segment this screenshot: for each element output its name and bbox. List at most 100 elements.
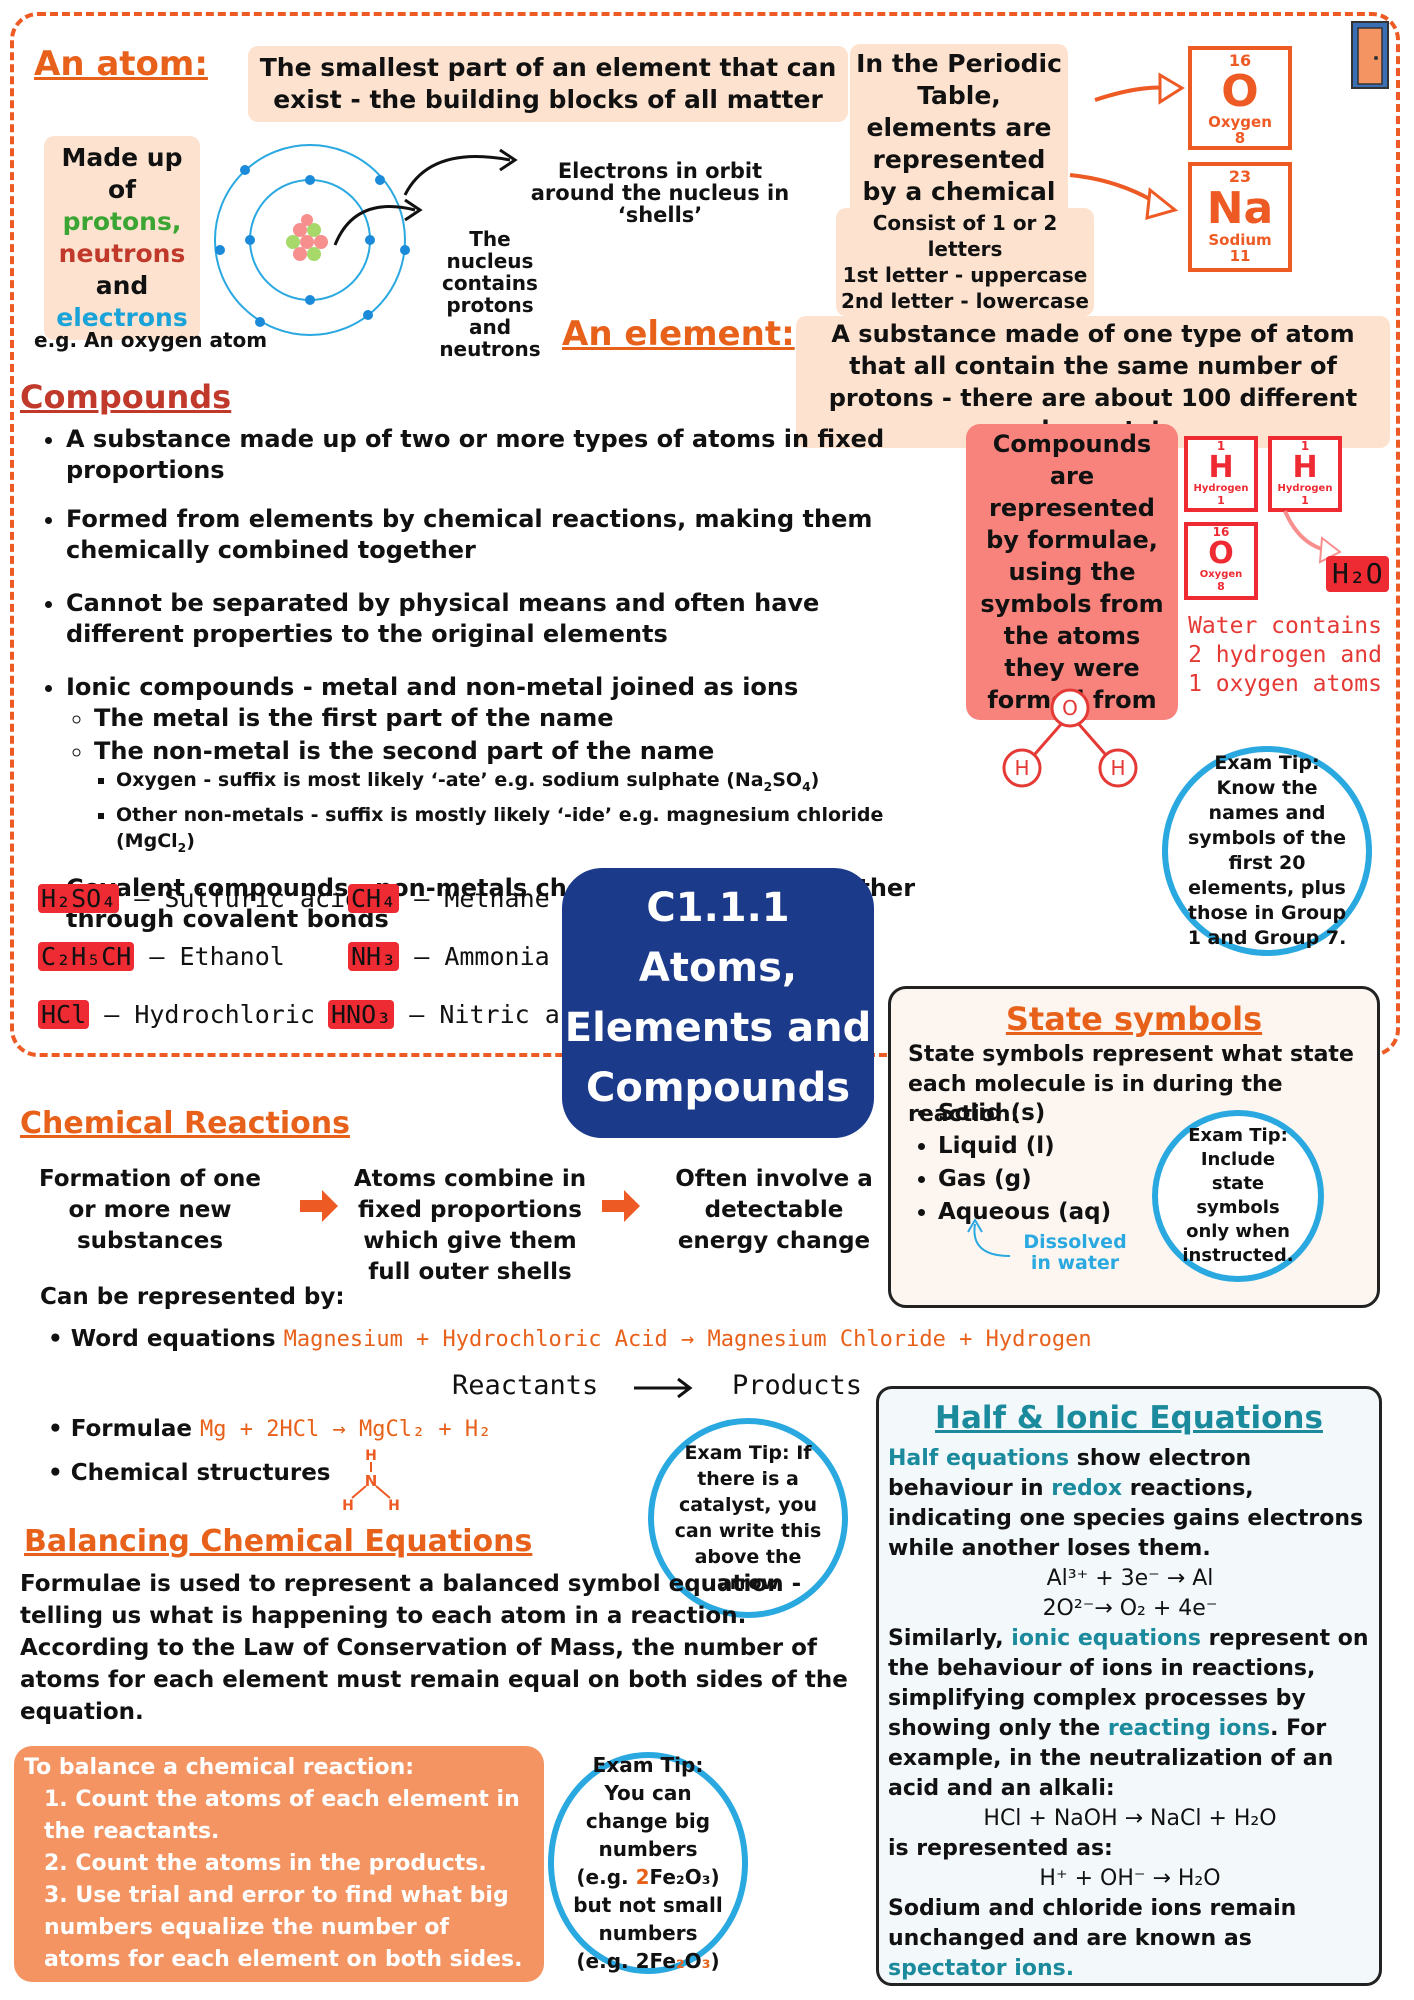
title-code: C1.1.1 (646, 885, 790, 931)
step-1: 1. Count the atoms of each element in th… (44, 1787, 520, 1844)
tip-small-2: ₂ (675, 1949, 685, 1973)
name-ethanol: – Ethanol (149, 942, 285, 971)
h2-mass: 1 (1300, 439, 1310, 453)
atom-definition: The smallest part of an element that can… (248, 46, 848, 122)
word-equation: Magnesium + Hydrochloric Acid → Magnesiu… (283, 1327, 1092, 1352)
periodic-rules: Consist of 1 or 2 letters 1st letter - u… (836, 208, 1094, 316)
neutrons-label: neutrons (58, 239, 186, 268)
oxygen-name: Oxygen (1208, 113, 1272, 131)
exam-tip-catalyst: Exam Tip: If there is a catalyst, you ca… (648, 1418, 848, 1618)
step-2: 2. Count the atoms in the products. (44, 1851, 487, 1876)
half-t6: is represented as: (888, 1836, 1113, 1861)
h2o-formula: H₂O (1326, 556, 1389, 592)
o-name: Oxygen (1199, 569, 1243, 580)
h1-number: 1 (1217, 494, 1225, 507)
exam-tip-state: Exam Tip: Include state symbols only whe… (1152, 1110, 1324, 1282)
half-t7: Sodium and chloride ions remain unchange… (888, 1896, 1297, 1951)
atom-diagram (214, 144, 410, 336)
represented-by: Can be represented by: (40, 1284, 345, 1310)
door-icon (1351, 21, 1389, 89)
rule-3: 2nd letter - lowercase (841, 289, 1089, 313)
compounds-heading: Compounds (20, 378, 232, 416)
nucleus-arrow (333, 198, 423, 246)
state-solid: Solid (s) (938, 1098, 1111, 1129)
compound-bullet-2: Formed from elements by chemical reactio… (66, 504, 966, 566)
title-line-4: Compounds (585, 1065, 851, 1111)
oxygen-tile: 16 O Oxygen 8 (1188, 46, 1292, 150)
exam-tip-balancing: Exam Tip: You can change big numbers (e.… (548, 1752, 748, 1974)
formulae-label: Formulae (70, 1416, 192, 1442)
reactants-label: Reactants (452, 1370, 599, 1401)
suffix-ide: Other non-metals - suffix is mostly like… (116, 802, 960, 861)
nucleus (286, 214, 328, 261)
hydrogen-tile-2: 1 H Hydrogen 1 (1268, 436, 1342, 512)
equation-oxygen: 2O²⁻→ O₂ + 4e⁻ (1042, 1596, 1218, 1621)
state-liquid: Liquid (l) (938, 1131, 1111, 1162)
sodium-symbol: Na (1206, 183, 1274, 234)
word-equations-row: • Word equations Magnesium + Hydrochlori… (48, 1326, 1092, 1352)
title-block: C1.1.1 Atoms, Elements and Compounds (562, 868, 874, 1138)
suffix-ide-text: Other non-metals - suffix is mostly like… (116, 803, 884, 852)
flow-step-2: Atoms combine in fixed proportions which… (353, 1166, 587, 1285)
flow-step-1: Formation of one or more new substances (38, 1166, 262, 1254)
electrons-orbit-label: Electrons in orbit around the nucleus in… (530, 159, 790, 227)
spectator-ions-term: spectator ions. (888, 1956, 1075, 1981)
tip-small-3: ₃ (701, 1949, 711, 1973)
h1-name: Hydrogen (1193, 483, 1249, 494)
formula-ch4: CH₄ (348, 884, 400, 913)
half-heading: Half & Ionic Equations (935, 1400, 1323, 1436)
tip-prefix: Exam Tip: You can change big numbers (e.… (576, 1753, 711, 1889)
atom-heading: An atom: (34, 44, 208, 84)
state-intro: State symbols represent what state each … (908, 1042, 1354, 1127)
reacting-ions-term: reacting ions (1107, 1716, 1271, 1741)
ionic-sub-1: The metal is the first part of the name (94, 703, 960, 734)
made-up-of-label: Made up of (61, 143, 183, 204)
flow-arrow-1 (300, 1190, 338, 1222)
oxygen-small-tile: 16 O Oxygen 8 (1184, 522, 1258, 600)
exam-tip-elements: Exam Tip: Know the names and symbols of … (1162, 746, 1372, 956)
half-t5: . For example, in the neutralization of … (888, 1716, 1334, 1801)
compounds-bullets: A substance made up of two or more types… (40, 424, 960, 937)
compound-bullet-1: A substance made up of two or more types… (66, 424, 960, 486)
structures-row: • Chemical structures (48, 1460, 331, 1486)
redox-term: redox (1051, 1476, 1123, 1501)
h1-mass: 1 (1216, 439, 1226, 453)
formulae-equation: Mg + 2HCl → MgCl₂ + H₂ (200, 1417, 492, 1442)
exam-tip-balancing-text: Exam Tip: You can change big numbers (e.… (570, 1751, 726, 1975)
half-t1: show electron behaviour in (888, 1446, 1252, 1501)
equation-aluminium: Al³⁺ + 3e⁻ → Al (1046, 1566, 1214, 1591)
electron-arrow (403, 148, 518, 196)
state-heading: State symbols (1005, 1000, 1263, 1038)
tip-end: ) (710, 1949, 720, 1973)
structures-label: Chemical structures (70, 1460, 331, 1486)
suffix-ate: Oxygen - suffix is most likely ‘-ate’ e.… (116, 767, 960, 800)
half-ionic-box (876, 1386, 1382, 1986)
suffix-ate-text: Oxygen - suffix is most likely ‘-ate’ e.… (116, 769, 764, 791)
nh3-h-right: H (388, 1498, 400, 1512)
dissolved-arrow (967, 1218, 1011, 1257)
sodium-number: 11 (1229, 247, 1251, 265)
arrow-to-sodium (1069, 173, 1179, 221)
water-molecule: O H H (1002, 688, 1138, 788)
arrow-to-oxygen (1094, 72, 1185, 105)
formulae-row: • Formulae Mg + 2HCl → MgCl₂ + H₂ (48, 1416, 492, 1442)
h2-name: Hydrogen (1277, 483, 1333, 494)
word-equations-label: Word equations (70, 1326, 276, 1352)
example-ammonia: NH₃ – Ammonia (348, 942, 550, 971)
o-symbol: O (1208, 536, 1234, 571)
title-line-3: Elements and (564, 1005, 872, 1051)
oxygen-number: 8 (1234, 129, 1246, 147)
oxygen-symbol: O (1221, 66, 1259, 117)
sodium-name: Sodium (1208, 231, 1272, 249)
steps-title: To balance a chemical reaction: (24, 1755, 415, 1780)
atom-example: e.g. An oxygen atom (34, 328, 268, 352)
element-heading: An element: (562, 314, 795, 354)
h2-number: 1 (1301, 494, 1309, 507)
products-label: Products (732, 1370, 863, 1401)
compounds-represented: Compounds are represented by formulae, u… (966, 424, 1178, 720)
formula-h2so4: H₂SO₄ (38, 884, 120, 913)
reactants-products-arrow (634, 1377, 693, 1399)
formula-ethanol: C₂H₅CH (38, 942, 135, 971)
balancing-text: Formulae is used to represent a balanced… (20, 1571, 848, 1725)
hydrogen-tile-1: 1 H Hydrogen 1 (1184, 436, 1258, 512)
